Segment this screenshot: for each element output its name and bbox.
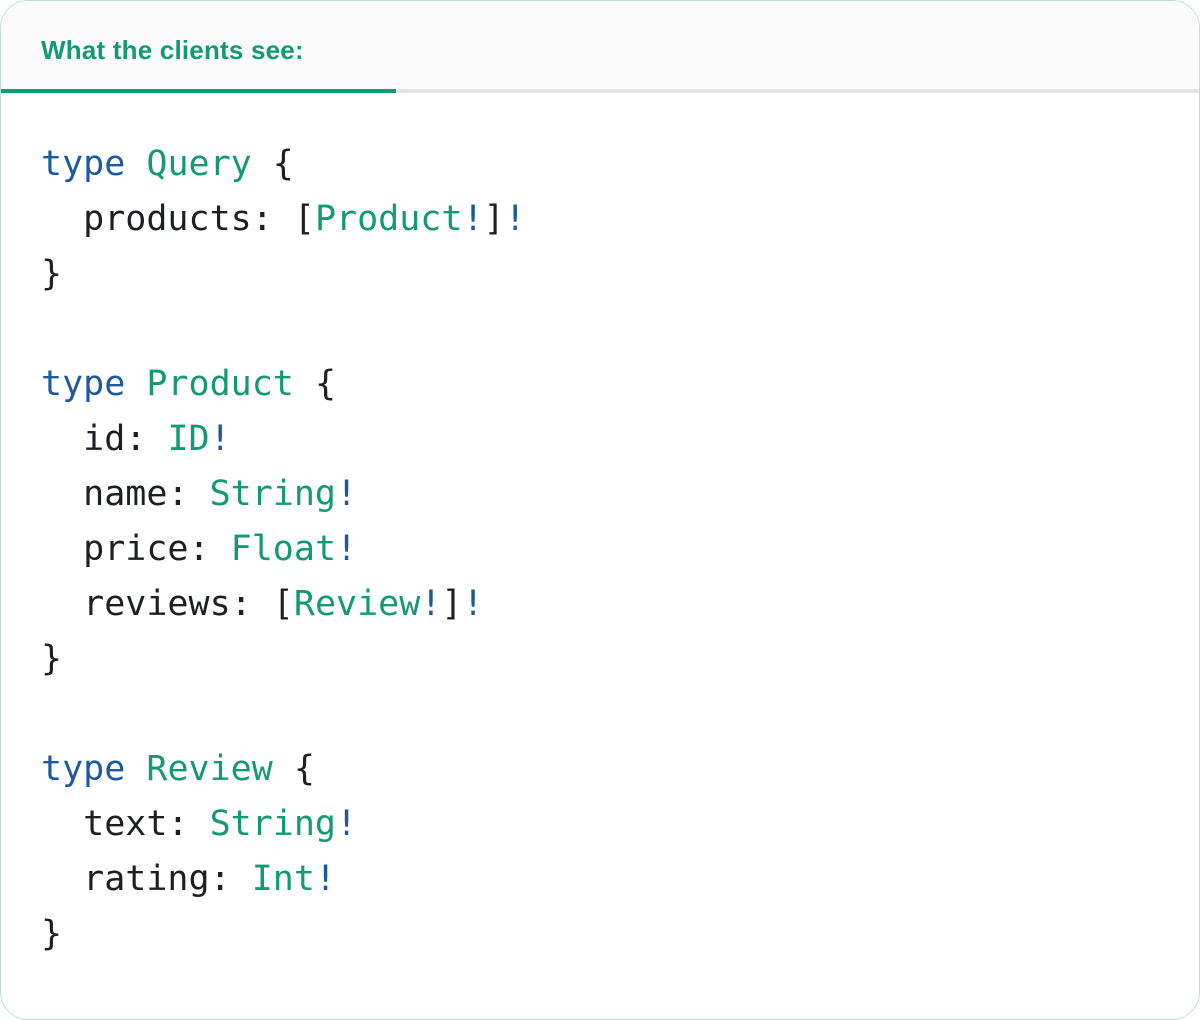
- code-token: String: [209, 474, 337, 514]
- code-token: !: [420, 584, 442, 624]
- code-token: {: [293, 364, 337, 404]
- code-token: rating:: [41, 859, 252, 899]
- code-token: Float: [230, 529, 337, 569]
- code-line: [41, 302, 1169, 357]
- code-token: !: [336, 804, 358, 844]
- code-token: products: [: [41, 199, 315, 239]
- code-token: ]: [483, 199, 505, 239]
- code-token: name:: [41, 474, 210, 514]
- code-token: !: [504, 199, 526, 239]
- code-token: {: [251, 144, 294, 184]
- code-token: reviews: [: [41, 584, 294, 624]
- code-token: Int: [251, 859, 315, 899]
- code-token: text:: [41, 804, 210, 844]
- tab-what-the-clients-see[interactable]: What the clients see:: [41, 35, 304, 65]
- code-line: type Review {: [41, 742, 1169, 797]
- code-token: {: [272, 749, 315, 789]
- code-token: !: [314, 859, 337, 899]
- code-token: price:: [41, 529, 231, 569]
- graphql-schema-code: type Query { products: [Product!]!}type …: [41, 137, 1169, 962]
- code-line: type Product {: [41, 357, 1169, 412]
- code-token: !: [336, 529, 358, 569]
- code-line: id: ID!: [41, 412, 1169, 467]
- code-token: Query: [146, 144, 252, 184]
- code-token: !: [209, 419, 231, 459]
- code-line: [41, 687, 1169, 742]
- code-token: [125, 144, 146, 184]
- code-token: Product: [146, 364, 294, 404]
- code-token: ]: [441, 584, 463, 624]
- code-line: type Query {: [41, 137, 1169, 192]
- active-tab-indicator: [1, 89, 396, 93]
- code-token: ID: [167, 419, 210, 459]
- code-line: }: [41, 247, 1169, 302]
- code-line: rating: Int!: [41, 852, 1169, 907]
- code-line: name: String!: [41, 467, 1169, 522]
- code-token: Product: [314, 199, 463, 239]
- tab-divider: [1, 89, 1199, 93]
- code-token: }: [41, 914, 63, 954]
- code-token: }: [41, 254, 63, 294]
- code-token: [125, 364, 146, 404]
- code-line: products: [Product!]!: [41, 192, 1169, 247]
- code-token: [125, 749, 146, 789]
- code-line: }: [41, 907, 1169, 962]
- code-line: reviews: [Review!]!: [41, 577, 1169, 632]
- code-token: }: [41, 639, 63, 679]
- code-token: Review: [146, 749, 273, 789]
- code-token: String: [209, 804, 337, 844]
- code-line: price: Float!: [41, 522, 1169, 577]
- code-token: type: [41, 749, 126, 789]
- code-token: id:: [41, 419, 168, 459]
- code-token: Review: [293, 584, 421, 624]
- code-token: type: [41, 144, 126, 184]
- code-token: type: [41, 364, 126, 404]
- panel-header: What the clients see:: [1, 1, 1199, 93]
- code-token: !: [336, 474, 358, 514]
- code-line: }: [41, 632, 1169, 687]
- code-token: !: [462, 199, 484, 239]
- code-line: text: String!: [41, 797, 1169, 852]
- schema-code-block: type Query { products: [Product!]!}type …: [1, 93, 1199, 962]
- code-token: !: [462, 584, 484, 624]
